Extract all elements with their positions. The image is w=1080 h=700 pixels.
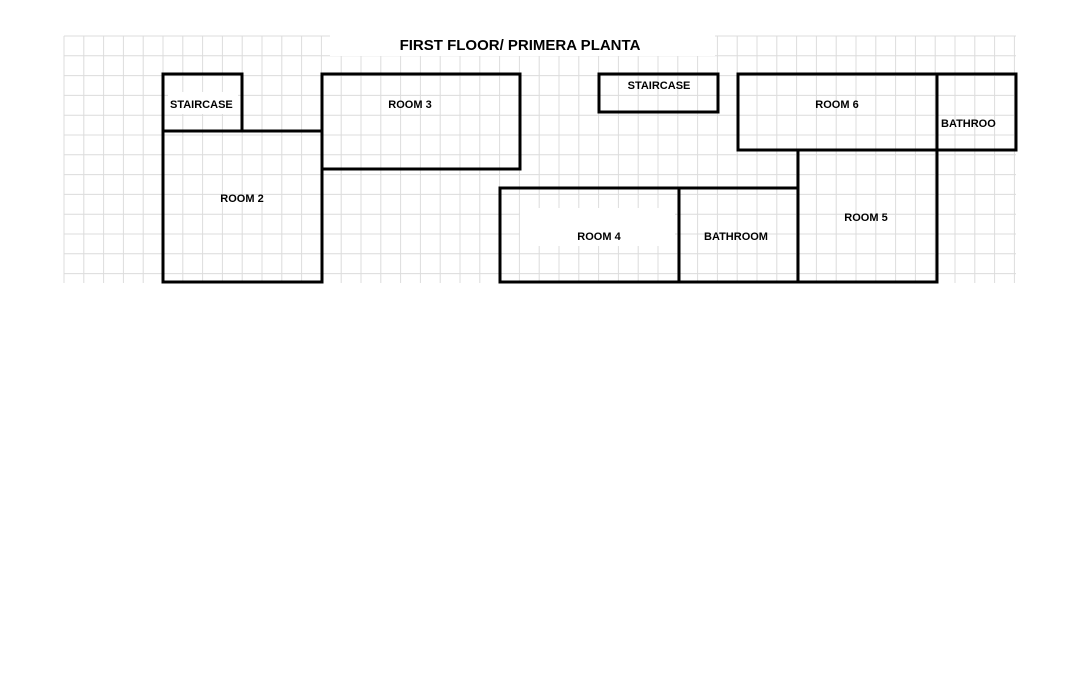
bathroom-center: BATHROOM <box>677 186 800 284</box>
room-5: ROOM 5 <box>796 148 939 284</box>
room-label: ROOM 2 <box>220 193 263 205</box>
staircase-left: STAIRCASE <box>161 72 244 131</box>
room-label: BATHROO <box>941 118 996 130</box>
room-label: ROOM 3 <box>388 99 431 111</box>
room-label: STAIRCASE <box>170 99 233 111</box>
room-label: ROOM 6 <box>815 99 858 111</box>
label-backdrop <box>520 208 675 246</box>
room-4: ROOM 4 <box>498 186 681 284</box>
room-label: BATHROOM <box>704 231 768 243</box>
title-backdrop <box>330 30 715 56</box>
room-2: ROOM 2 <box>161 129 324 284</box>
room-3: ROOM 3 <box>320 72 522 171</box>
room-6: ROOM 6 <box>736 72 939 152</box>
staircase-center: STAIRCASE <box>597 72 720 114</box>
room-label: STAIRCASE <box>628 80 691 92</box>
label-backdrop <box>168 92 238 114</box>
room-label: ROOM 5 <box>844 212 887 224</box>
plan-title: FIRST FLOOR/ PRIMERA PLANTA <box>400 37 641 54</box>
bathroom-right: BATHROO <box>935 72 1018 152</box>
room-label: ROOM 4 <box>577 231 621 243</box>
